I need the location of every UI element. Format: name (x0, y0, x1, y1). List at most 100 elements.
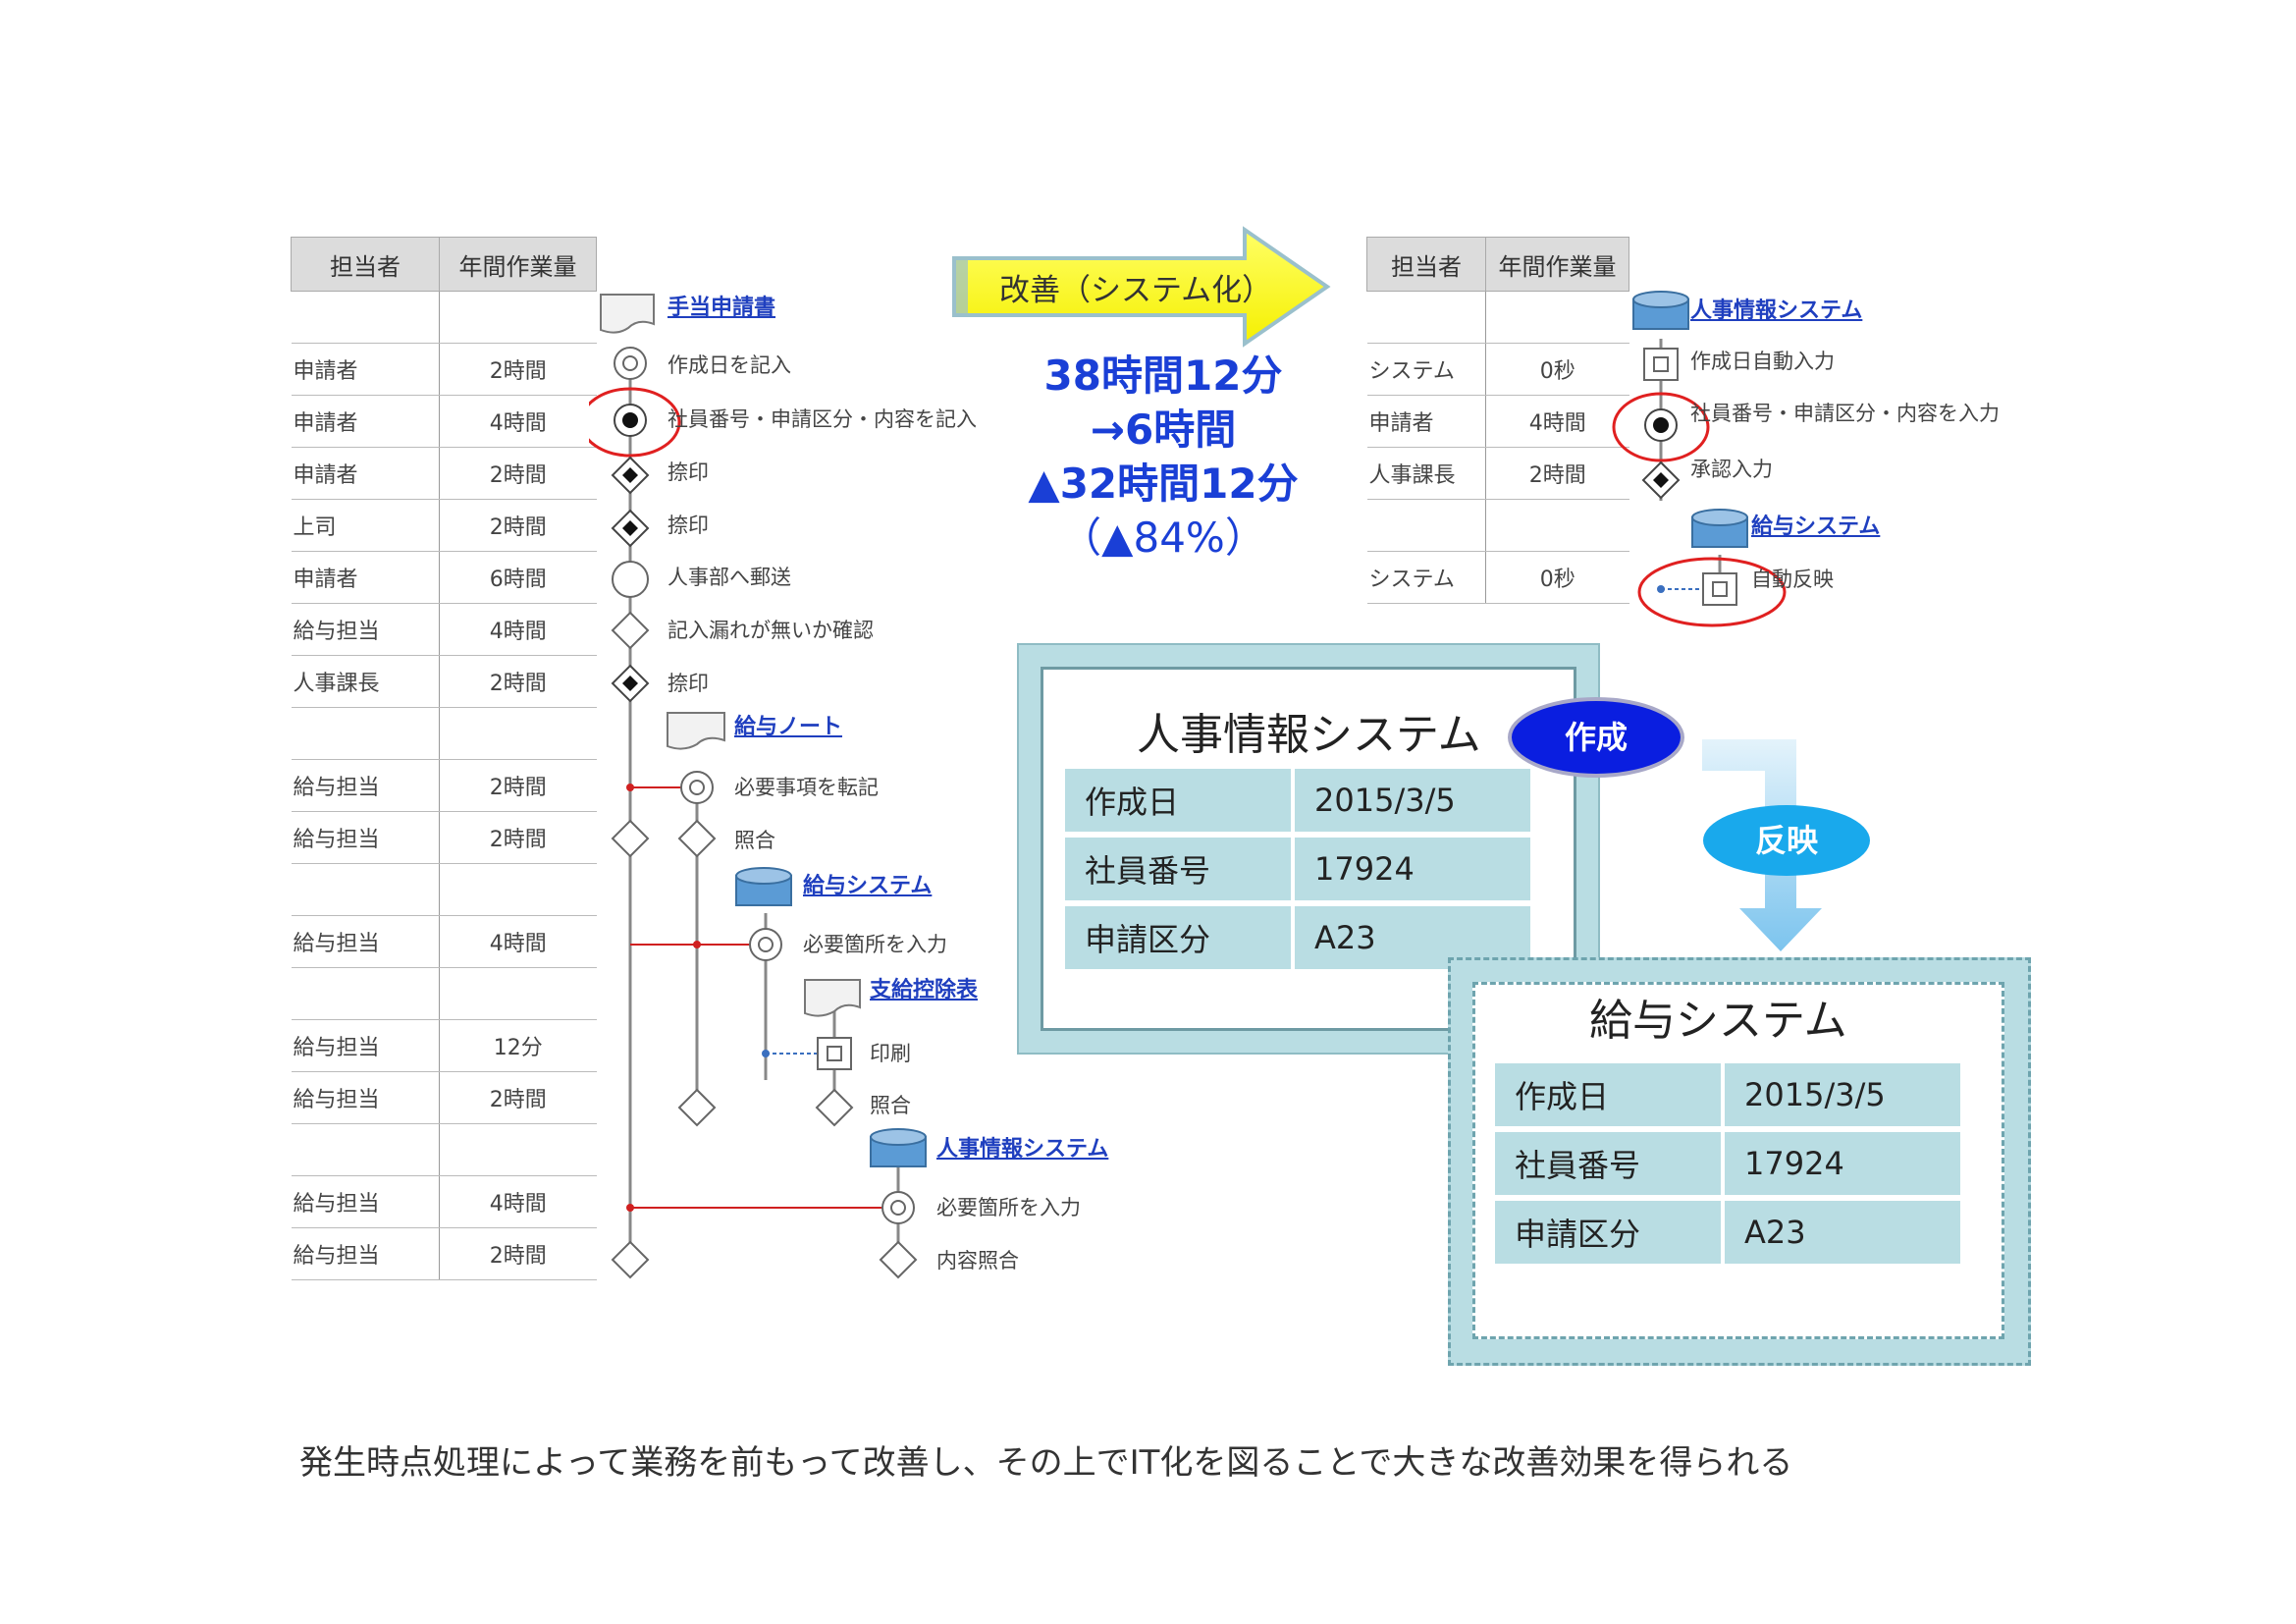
field-key: 申請区分 (1495, 1201, 1725, 1264)
field-key: 作成日 (1495, 1063, 1725, 1126)
doc-label-jinji: 人事情報システム (936, 1137, 1109, 1162)
person-cell (291, 1123, 440, 1176)
workload-cell: 2時間 (439, 1227, 597, 1280)
step-label: 社員番号・申請区分・内容を入力 (1690, 402, 2000, 425)
create-badge: 作成 (1508, 697, 1684, 778)
step-label: 自動反映 (1751, 568, 1834, 591)
diamond-icon (611, 611, 650, 650)
doc-label-jinji: 人事情報システム (1690, 298, 1863, 323)
col-header-workload: 年間作業量 (439, 237, 597, 292)
workload-cell (439, 291, 597, 344)
field-value: 2015/3/5 (1295, 769, 1530, 832)
jinji-fields: 作成日 2015/3/5 社員番号 17924 申請区分 A23 (1065, 763, 1530, 975)
workload-cell: 2時間 (439, 655, 597, 708)
col-header-workload: 年間作業量 (1485, 237, 1629, 292)
person-cell (291, 967, 440, 1020)
summary-block: 38時間12分 →6時間 ▲32時間12分 （▲84%） (967, 349, 1360, 565)
summary-before: 38時間12分 (1043, 352, 1283, 400)
workload-cell: 4時間 (439, 603, 597, 656)
person-cell: 給与担当 (291, 1175, 440, 1228)
person-cell: 人事課長 (1366, 447, 1486, 500)
workload-cell: 2時間 (439, 499, 597, 552)
arrow-right-icon (952, 226, 1331, 348)
person-cell: 給与担当 (291, 603, 440, 656)
doc-label-note: 給与ノート (734, 715, 843, 739)
person-cell: 申請者 (1366, 395, 1486, 448)
step-label: 社員番号・申請区分・内容を記入 (667, 407, 977, 431)
field-row: 作成日 2015/3/5 (1065, 769, 1530, 832)
step-label: 捺印 (667, 672, 709, 695)
workload-cell (439, 1123, 597, 1176)
field-key: 社員番号 (1065, 838, 1295, 900)
diamond-icon (611, 1240, 650, 1279)
step-label: 作成日自動入力 (1690, 350, 1835, 373)
highlight-circle (1637, 557, 1787, 627)
workload-cell: 2時間 (1485, 447, 1629, 500)
field-value: A23 (1725, 1201, 1960, 1264)
step-label: 捺印 (667, 514, 709, 537)
table-row (291, 967, 597, 1020)
panel-title: 給与システム (1583, 985, 1853, 1048)
person-cell: 申請者 (291, 395, 440, 448)
table-row (291, 707, 597, 760)
person-cell: 申請者 (291, 447, 440, 500)
diamond-icon (815, 1088, 854, 1127)
step-label: 照合 (734, 829, 775, 852)
workload-cell: 0秒 (1485, 343, 1629, 396)
workload-cell: 4時間 (1485, 395, 1629, 448)
left-flow-diagram (589, 294, 927, 1279)
improvement-arrow (952, 226, 1331, 348)
field-row: 作成日 2015/3/5 (1495, 1063, 1960, 1126)
field-row: 社員番号 17924 (1495, 1132, 1960, 1195)
step-label: 人事部へ郵送 (667, 566, 791, 589)
summary-percent: （▲84%） (1060, 514, 1266, 562)
document-icon (667, 712, 725, 750)
table-row (291, 291, 597, 344)
arrow-down-icon (1702, 739, 1822, 951)
person-cell: システム (1366, 343, 1486, 396)
field-row: 社員番号 17924 (1065, 838, 1530, 900)
workload-cell (439, 707, 597, 760)
reflect-arrow (1702, 739, 1822, 951)
workload-cell: 2時間 (439, 811, 597, 864)
right-flow-diagram (1612, 291, 1787, 627)
doc-label-kyuyo: 給与システム (803, 874, 933, 898)
person-cell: 給与担当 (291, 1071, 440, 1124)
highlight-circle (1612, 392, 1710, 462)
col-header-person: 担当者 (1366, 237, 1486, 292)
reflect-badge: 反映 (1703, 805, 1870, 876)
workload-cell (439, 967, 597, 1020)
workload-cell: 2時間 (439, 1071, 597, 1124)
doc-label-kyuyo: 給与システム (1751, 514, 1881, 539)
workload-cell: 6時間 (439, 551, 597, 604)
person-cell (291, 707, 440, 760)
diamond-icon (677, 1088, 717, 1127)
workload-cell: 0秒 (1485, 551, 1629, 604)
summary-reduction: ▲32時間12分 (1028, 460, 1299, 508)
person-cell: システム (1366, 551, 1486, 604)
diamond-icon (611, 819, 650, 858)
person-cell: 給与担当 (291, 759, 440, 812)
kyuyo-system-screen: 給与システム 作成日 2015/3/5 社員番号 17924 申請区分 A23 (1472, 982, 2004, 1339)
field-key: 作成日 (1065, 769, 1295, 832)
workload-cell (439, 863, 597, 916)
table-row (291, 863, 597, 916)
workload-cell (1485, 499, 1629, 552)
step-label: 必要事項を転記 (734, 776, 879, 799)
document-icon (804, 979, 861, 1017)
step-label: 作成日を記入 (667, 353, 791, 377)
person-cell: 申請者 (291, 551, 440, 604)
workload-cell: 2時間 (439, 759, 597, 812)
workload-cell: 12分 (439, 1019, 597, 1072)
